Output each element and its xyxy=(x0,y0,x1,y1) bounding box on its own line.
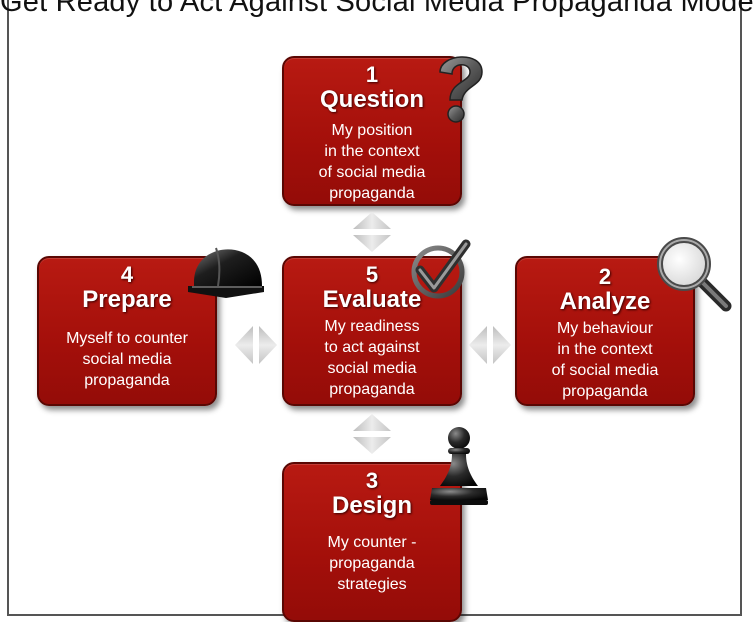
step-name: Prepare xyxy=(82,286,172,313)
hard-hat-icon xyxy=(188,247,264,298)
step-name: Design xyxy=(331,492,412,519)
step-number: 4 xyxy=(120,262,134,287)
step-number: 3 xyxy=(365,468,379,493)
step-description: My counter - propaganda strategies xyxy=(327,534,417,593)
step-number: 2 xyxy=(598,264,612,289)
step-description: My behaviour in the context of social me… xyxy=(551,320,659,400)
horizontal-double-arrow-left xyxy=(235,326,277,364)
question-mark-icon xyxy=(439,56,483,123)
horizontal-double-arrow-right xyxy=(469,326,511,364)
step-prepare-box: 4 Prepare Myself to counter social media… xyxy=(37,256,217,406)
diagram-title: Get Ready to Act Against Social Media Pr… xyxy=(0,0,754,18)
step-question-box: 1 Question My position in the context of… xyxy=(282,56,462,206)
step-description: Myself to counter social media propagand… xyxy=(66,330,188,389)
vertical-double-arrow-bottom xyxy=(353,414,391,454)
step-number: 5 xyxy=(365,262,379,287)
step-name: Analyze xyxy=(559,288,651,315)
step-description: My readiness to act against social media… xyxy=(324,318,420,398)
step-name: Question xyxy=(319,86,424,113)
vertical-double-arrow-top xyxy=(353,212,391,252)
step-description: My position in the context of social med… xyxy=(318,122,426,202)
chess-pawn-icon xyxy=(430,427,488,505)
step-number: 1 xyxy=(365,62,379,87)
step-name: Evaluate xyxy=(322,286,422,313)
magnifying-glass-icon xyxy=(657,237,732,312)
check-mark-icon xyxy=(411,239,471,299)
